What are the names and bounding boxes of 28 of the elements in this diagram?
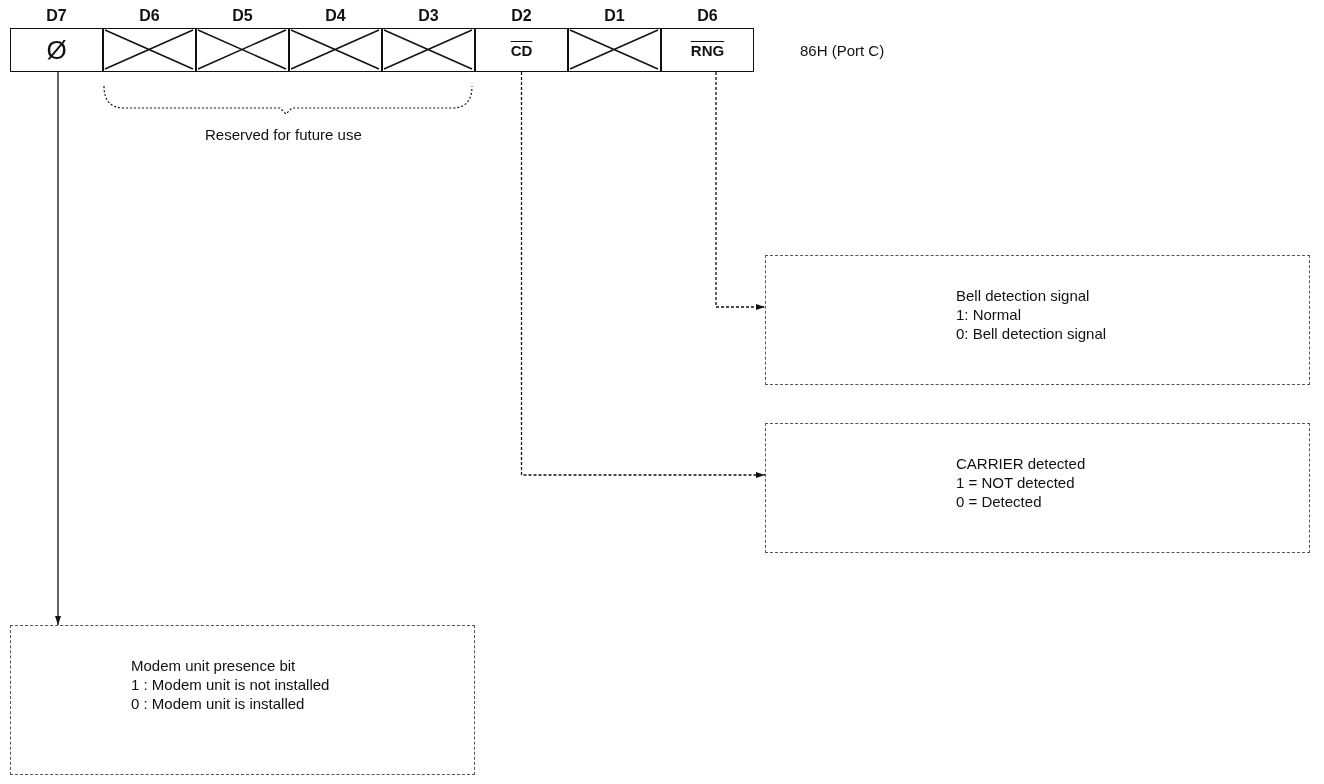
bit-label: D3 (417, 6, 440, 26)
leader-arrow (715, 71, 766, 310)
value-description: 1: Normal (956, 305, 1022, 324)
description-box (765, 423, 1310, 553)
bit-value: Ø (46, 34, 67, 66)
bracket-caption: Reserved for future use (205, 126, 362, 143)
description-box (765, 255, 1310, 385)
bit-label: D7 (45, 6, 68, 26)
bit-value: CD (510, 41, 533, 59)
description-box (10, 625, 475, 775)
bit-label: D6 (138, 6, 161, 26)
bit-label: D1 (603, 6, 626, 26)
value-description: 0 = Detected (956, 492, 1042, 511)
bit-label: D6 (696, 6, 719, 26)
bit-label: D2 (510, 6, 533, 26)
leader-arrow (55, 71, 61, 626)
value-description: 0 : Modem unit is installed (131, 694, 305, 713)
description-title: Modem unit presence bit (131, 656, 296, 675)
bit-label: D5 (231, 6, 254, 26)
bit-label: D4 (324, 6, 347, 26)
leader-arrow (520, 71, 766, 478)
value-description: 1 : Modem unit is not installed (131, 675, 330, 694)
port-address: 86H (Port C) (800, 42, 885, 59)
description-title: CARRIER detected (956, 454, 1086, 473)
description-title: Bell detection signal (956, 286, 1090, 305)
value-description: 1 = NOT detected (956, 473, 1075, 492)
bit-value: RNG (690, 41, 725, 59)
value-description: 0: Bell detection signal (956, 324, 1107, 343)
